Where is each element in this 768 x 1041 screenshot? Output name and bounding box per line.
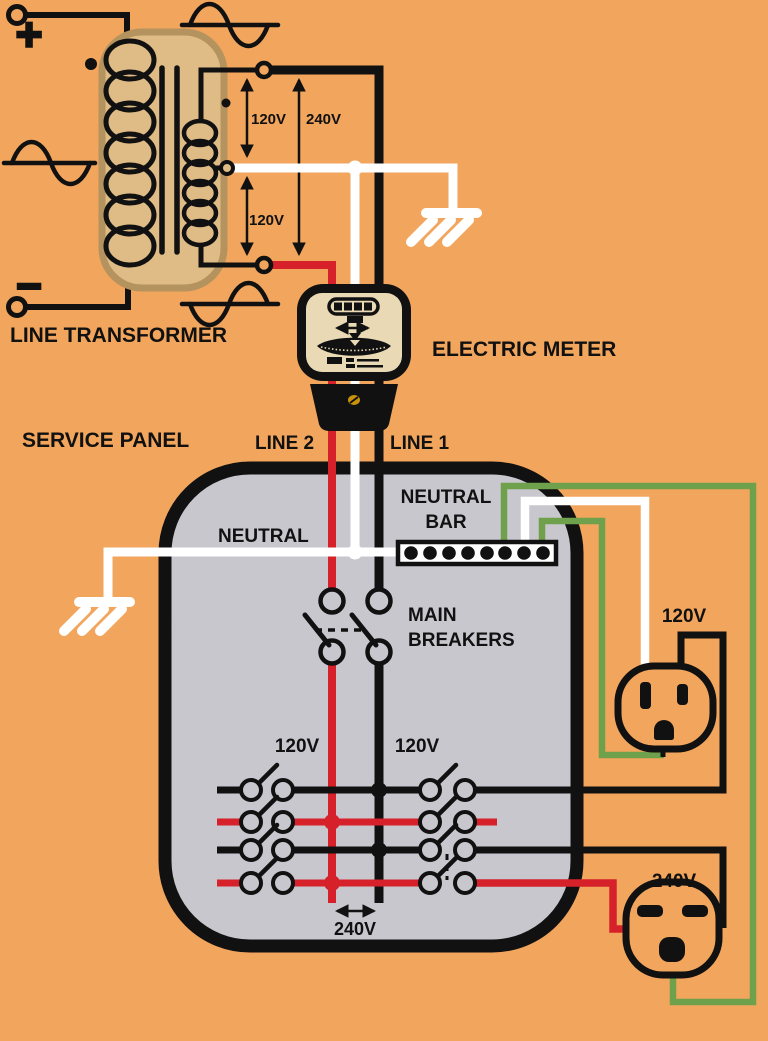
minus-symbol: − (16, 262, 42, 311)
tap-terminal-bottom (254, 255, 274, 275)
secondary-bottom-lead (198, 244, 257, 268)
junction-dot (347, 160, 363, 176)
branch-120v-right-label: 120V (395, 736, 440, 757)
line1-label: LINE 1 (390, 433, 450, 454)
primary-terminal-bottom (6, 296, 28, 318)
main-breakers-label-1: MAIN (408, 605, 457, 626)
neutral-top-wire (233, 163, 458, 208)
meter-neck (310, 384, 398, 431)
main-breakers-label-2: BREAKERS (408, 630, 515, 651)
neutral-bar-label-1: NEUTRAL (401, 487, 492, 508)
ground-symbol-pole (406, 208, 482, 247)
meter-pointer (349, 333, 361, 341)
tx-240v-label: 240V (306, 111, 341, 128)
outlet-slot (637, 905, 663, 917)
outlet-slot (682, 905, 708, 917)
sine-wave-icon (1, 140, 98, 186)
junction-dot (347, 544, 363, 560)
plus-symbol: + (16, 8, 43, 60)
service-panel-label: SERVICE PANEL (22, 429, 189, 452)
branch-120v-left-label: 120V (275, 736, 320, 757)
electric-meter (297, 284, 411, 431)
sine-wave-icon (179, 281, 281, 327)
electric-meter-label: ELECTRIC METER (432, 338, 616, 361)
sine-wave-icon (179, 2, 281, 48)
neutral-bar-label-2: BAR (425, 512, 466, 533)
neutral-label: NEUTRAL (218, 526, 309, 547)
main-breaker-line1 (349, 587, 393, 666)
neutral-bar-lugs (404, 546, 550, 560)
line-transformer-label: LINE TRANSFORMER (10, 324, 227, 347)
main-breaker-line2 (302, 587, 346, 666)
outlet-ground-hole (654, 720, 674, 740)
polarity-dot (85, 58, 97, 70)
tap-terminal-top (254, 60, 274, 80)
neutral-panel-wire (103, 547, 398, 599)
neutral-bar (395, 539, 559, 567)
junction-dot (324, 875, 340, 891)
tx-120v-bottom-label: 120V (249, 212, 284, 229)
junction-dot (371, 782, 387, 798)
junction-dot (371, 842, 387, 858)
tx-120v-top-label: 120V (251, 111, 286, 128)
outlet-ground-hole (659, 937, 685, 962)
bus-span-240v-label: 240V (334, 919, 376, 939)
outlet-120v (614, 662, 717, 753)
ground-wire-inner (538, 517, 664, 759)
ground-wire-outer (500, 482, 757, 1006)
meter-odometer (327, 297, 380, 316)
neutral-wire-outlet (520, 496, 650, 668)
primary-coil (103, 38, 157, 268)
ground-symbol-left (59, 597, 135, 636)
outlet-slot (640, 682, 651, 709)
junction-dot (324, 814, 340, 830)
outlet-slot (677, 684, 688, 705)
transformer-core (159, 65, 180, 255)
outlet-240v-label: 240V (652, 871, 697, 892)
secondary-top-lead (198, 67, 257, 122)
secondary-coil (181, 118, 219, 248)
tap-terminal-center (219, 160, 235, 176)
branch-row-3 (217, 822, 727, 928)
branch-row-4 (217, 855, 627, 933)
primary-terminal-top (6, 4, 28, 26)
meter-dial (317, 337, 391, 356)
line2-wire (271, 261, 336, 592)
line2-label: LINE 2 (255, 433, 314, 454)
polarity-dot (221, 98, 231, 108)
outlet-240v (622, 878, 723, 979)
outlet-120v-label: 120V (662, 606, 707, 627)
